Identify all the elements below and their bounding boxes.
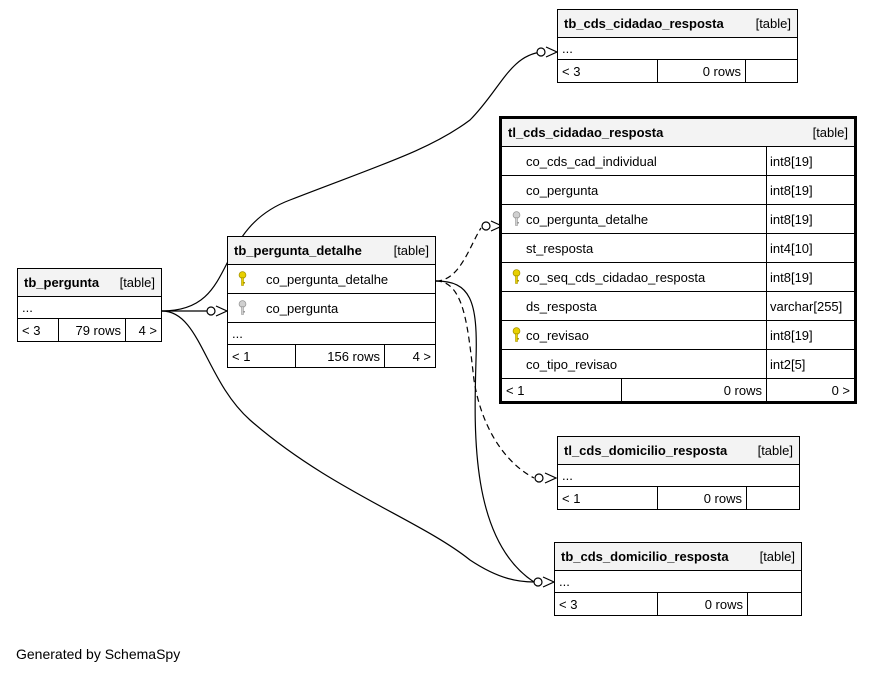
column-name: st_resposta bbox=[526, 240, 594, 256]
table-name: tb_pergunta_detalhe bbox=[234, 243, 362, 258]
table-footer: < 3 0 rows bbox=[555, 593, 801, 615]
column-type: int4[10] bbox=[766, 234, 854, 262]
column-type: varchar[255] bbox=[766, 292, 854, 320]
row-count: 0 rows bbox=[622, 379, 767, 401]
foreign-key-icon bbox=[232, 300, 252, 316]
table-footer: < 3 0 rows bbox=[558, 60, 797, 82]
column-name: co_pergunta bbox=[266, 300, 339, 316]
column-type: int8[19] bbox=[766, 205, 854, 233]
table-name: tl_cds_domicilio_resposta bbox=[564, 443, 728, 458]
column-row: co_pergunta int8[19] bbox=[502, 176, 854, 205]
edge-detalhe-tl-cidadao-resposta bbox=[435, 227, 482, 282]
ellipsis-row: ... bbox=[555, 571, 801, 593]
column-row: co_pergunta_detalhe bbox=[228, 265, 435, 294]
parents-count: < 3 bbox=[18, 319, 59, 341]
table-footer: < 3 79 rows 4 > bbox=[18, 319, 161, 341]
edge-pergunta-domicilio-resposta bbox=[161, 310, 535, 583]
table-header: tl_cds_cidadao_resposta [table] bbox=[502, 119, 854, 147]
table-type-tag: [table] bbox=[812, 125, 848, 140]
foreign-key-icon bbox=[506, 211, 526, 227]
row-count: 156 rows bbox=[296, 345, 385, 367]
row-count: 0 rows bbox=[658, 487, 747, 509]
ellipsis-row: ... bbox=[558, 465, 799, 487]
column-row: co_tipo_revisao int2[5] bbox=[502, 350, 854, 379]
children-count bbox=[748, 593, 801, 615]
column-name: co_pergunta_detalhe bbox=[266, 271, 389, 287]
table-tb-cds-cidadao-resposta[interactable]: tb_cds_cidadao_resposta [table] ... < 3 … bbox=[557, 9, 798, 83]
table-footer: < 1 156 rows 4 > bbox=[228, 345, 435, 367]
children-count bbox=[746, 60, 797, 82]
generated-by-credit: Generated by SchemaSpy bbox=[16, 646, 181, 662]
row-count: 0 rows bbox=[658, 593, 748, 615]
table-name: tb_cds_cidadao_resposta bbox=[564, 16, 724, 31]
column-type: int8[19] bbox=[766, 321, 854, 349]
children-count: 0 > bbox=[831, 382, 850, 398]
table-type-tag: [table] bbox=[757, 443, 793, 458]
children-count: 4 > bbox=[412, 348, 431, 364]
column-row: co_cds_cad_individual int8[19] bbox=[502, 147, 854, 176]
table-name: tb_cds_domicilio_resposta bbox=[561, 549, 729, 564]
column-type: int2[5] bbox=[766, 350, 854, 378]
column-type: int8[19] bbox=[766, 263, 854, 291]
table-header: tb_pergunta [table] bbox=[18, 269, 161, 297]
column-row: co_pergunta bbox=[228, 294, 435, 323]
column-name: co_cds_cad_individual bbox=[526, 153, 657, 169]
column-name: co_seq_cds_cidadao_resposta bbox=[526, 269, 706, 285]
ellipsis-row: ... bbox=[558, 38, 797, 60]
column-row: co_pergunta_detalhe int8[19] bbox=[502, 205, 854, 234]
column-row: co_revisao int8[19] bbox=[502, 321, 854, 350]
table-name: tb_pergunta bbox=[24, 275, 100, 290]
parents-count: < 1 bbox=[228, 345, 296, 367]
parents-count: < 3 bbox=[555, 593, 658, 615]
table-tb-pergunta[interactable]: tb_pergunta [table] ... < 3 79 rows 4 > bbox=[17, 268, 162, 342]
table-name: tl_cds_cidadao_resposta bbox=[508, 125, 664, 140]
table-tl-cds-domicilio-resposta[interactable]: tl_cds_domicilio_resposta [table] ... < … bbox=[557, 436, 800, 510]
column-row: st_resposta int4[10] bbox=[502, 234, 854, 263]
table-header: tl_cds_domicilio_resposta [table] bbox=[558, 437, 799, 465]
column-type: int8[19] bbox=[766, 176, 854, 204]
primary-key-icon bbox=[232, 271, 252, 287]
table-tl-cds-cidadao-resposta[interactable]: tl_cds_cidadao_resposta [table] co_cds_c… bbox=[499, 116, 857, 404]
table-tb-pergunta-detalhe[interactable]: tb_pergunta_detalhe [table] co_pergunta_… bbox=[227, 236, 436, 368]
ellipsis-row: ... bbox=[228, 323, 435, 345]
children-count: 4 > bbox=[138, 322, 157, 338]
parents-count: < 1 bbox=[502, 379, 622, 401]
column-name: co_pergunta bbox=[526, 182, 599, 198]
column-name: co_pergunta_detalhe bbox=[526, 211, 649, 227]
row-count: 0 rows bbox=[658, 60, 746, 82]
primary-key-icon bbox=[506, 327, 526, 343]
column-row: ds_resposta varchar[255] bbox=[502, 292, 854, 321]
table-header: tb_cds_cidadao_resposta [table] bbox=[558, 10, 797, 38]
column-name: co_tipo_revisao bbox=[526, 356, 618, 372]
ellipsis-row: ... bbox=[18, 297, 161, 319]
column-name: ds_resposta bbox=[526, 298, 597, 314]
table-footer: < 1 0 rows 0 > bbox=[502, 379, 854, 401]
table-type-tag: [table] bbox=[755, 16, 791, 31]
table-tb-cds-domicilio-resposta[interactable]: tb_cds_domicilio_resposta [table] ... < … bbox=[554, 542, 802, 616]
table-type-tag: [table] bbox=[119, 275, 155, 290]
children-count bbox=[747, 487, 799, 509]
parents-count: < 3 bbox=[558, 60, 658, 82]
primary-key-icon bbox=[506, 269, 526, 285]
column-row: co_seq_cds_cidadao_resposta int8[19] bbox=[502, 263, 854, 292]
edge-pergunta-cidadao-resposta bbox=[161, 51, 543, 312]
column-type: int8[19] bbox=[766, 147, 854, 175]
table-type-tag: [table] bbox=[759, 549, 795, 564]
row-count: 79 rows bbox=[59, 319, 126, 341]
table-header: tb_pergunta_detalhe [table] bbox=[228, 237, 435, 265]
table-type-tag: [table] bbox=[393, 243, 429, 258]
table-header: tb_cds_domicilio_resposta [table] bbox=[555, 543, 801, 571]
column-name: co_revisao bbox=[526, 327, 589, 343]
table-footer: < 1 0 rows bbox=[558, 487, 799, 509]
parents-count: < 1 bbox=[558, 487, 658, 509]
